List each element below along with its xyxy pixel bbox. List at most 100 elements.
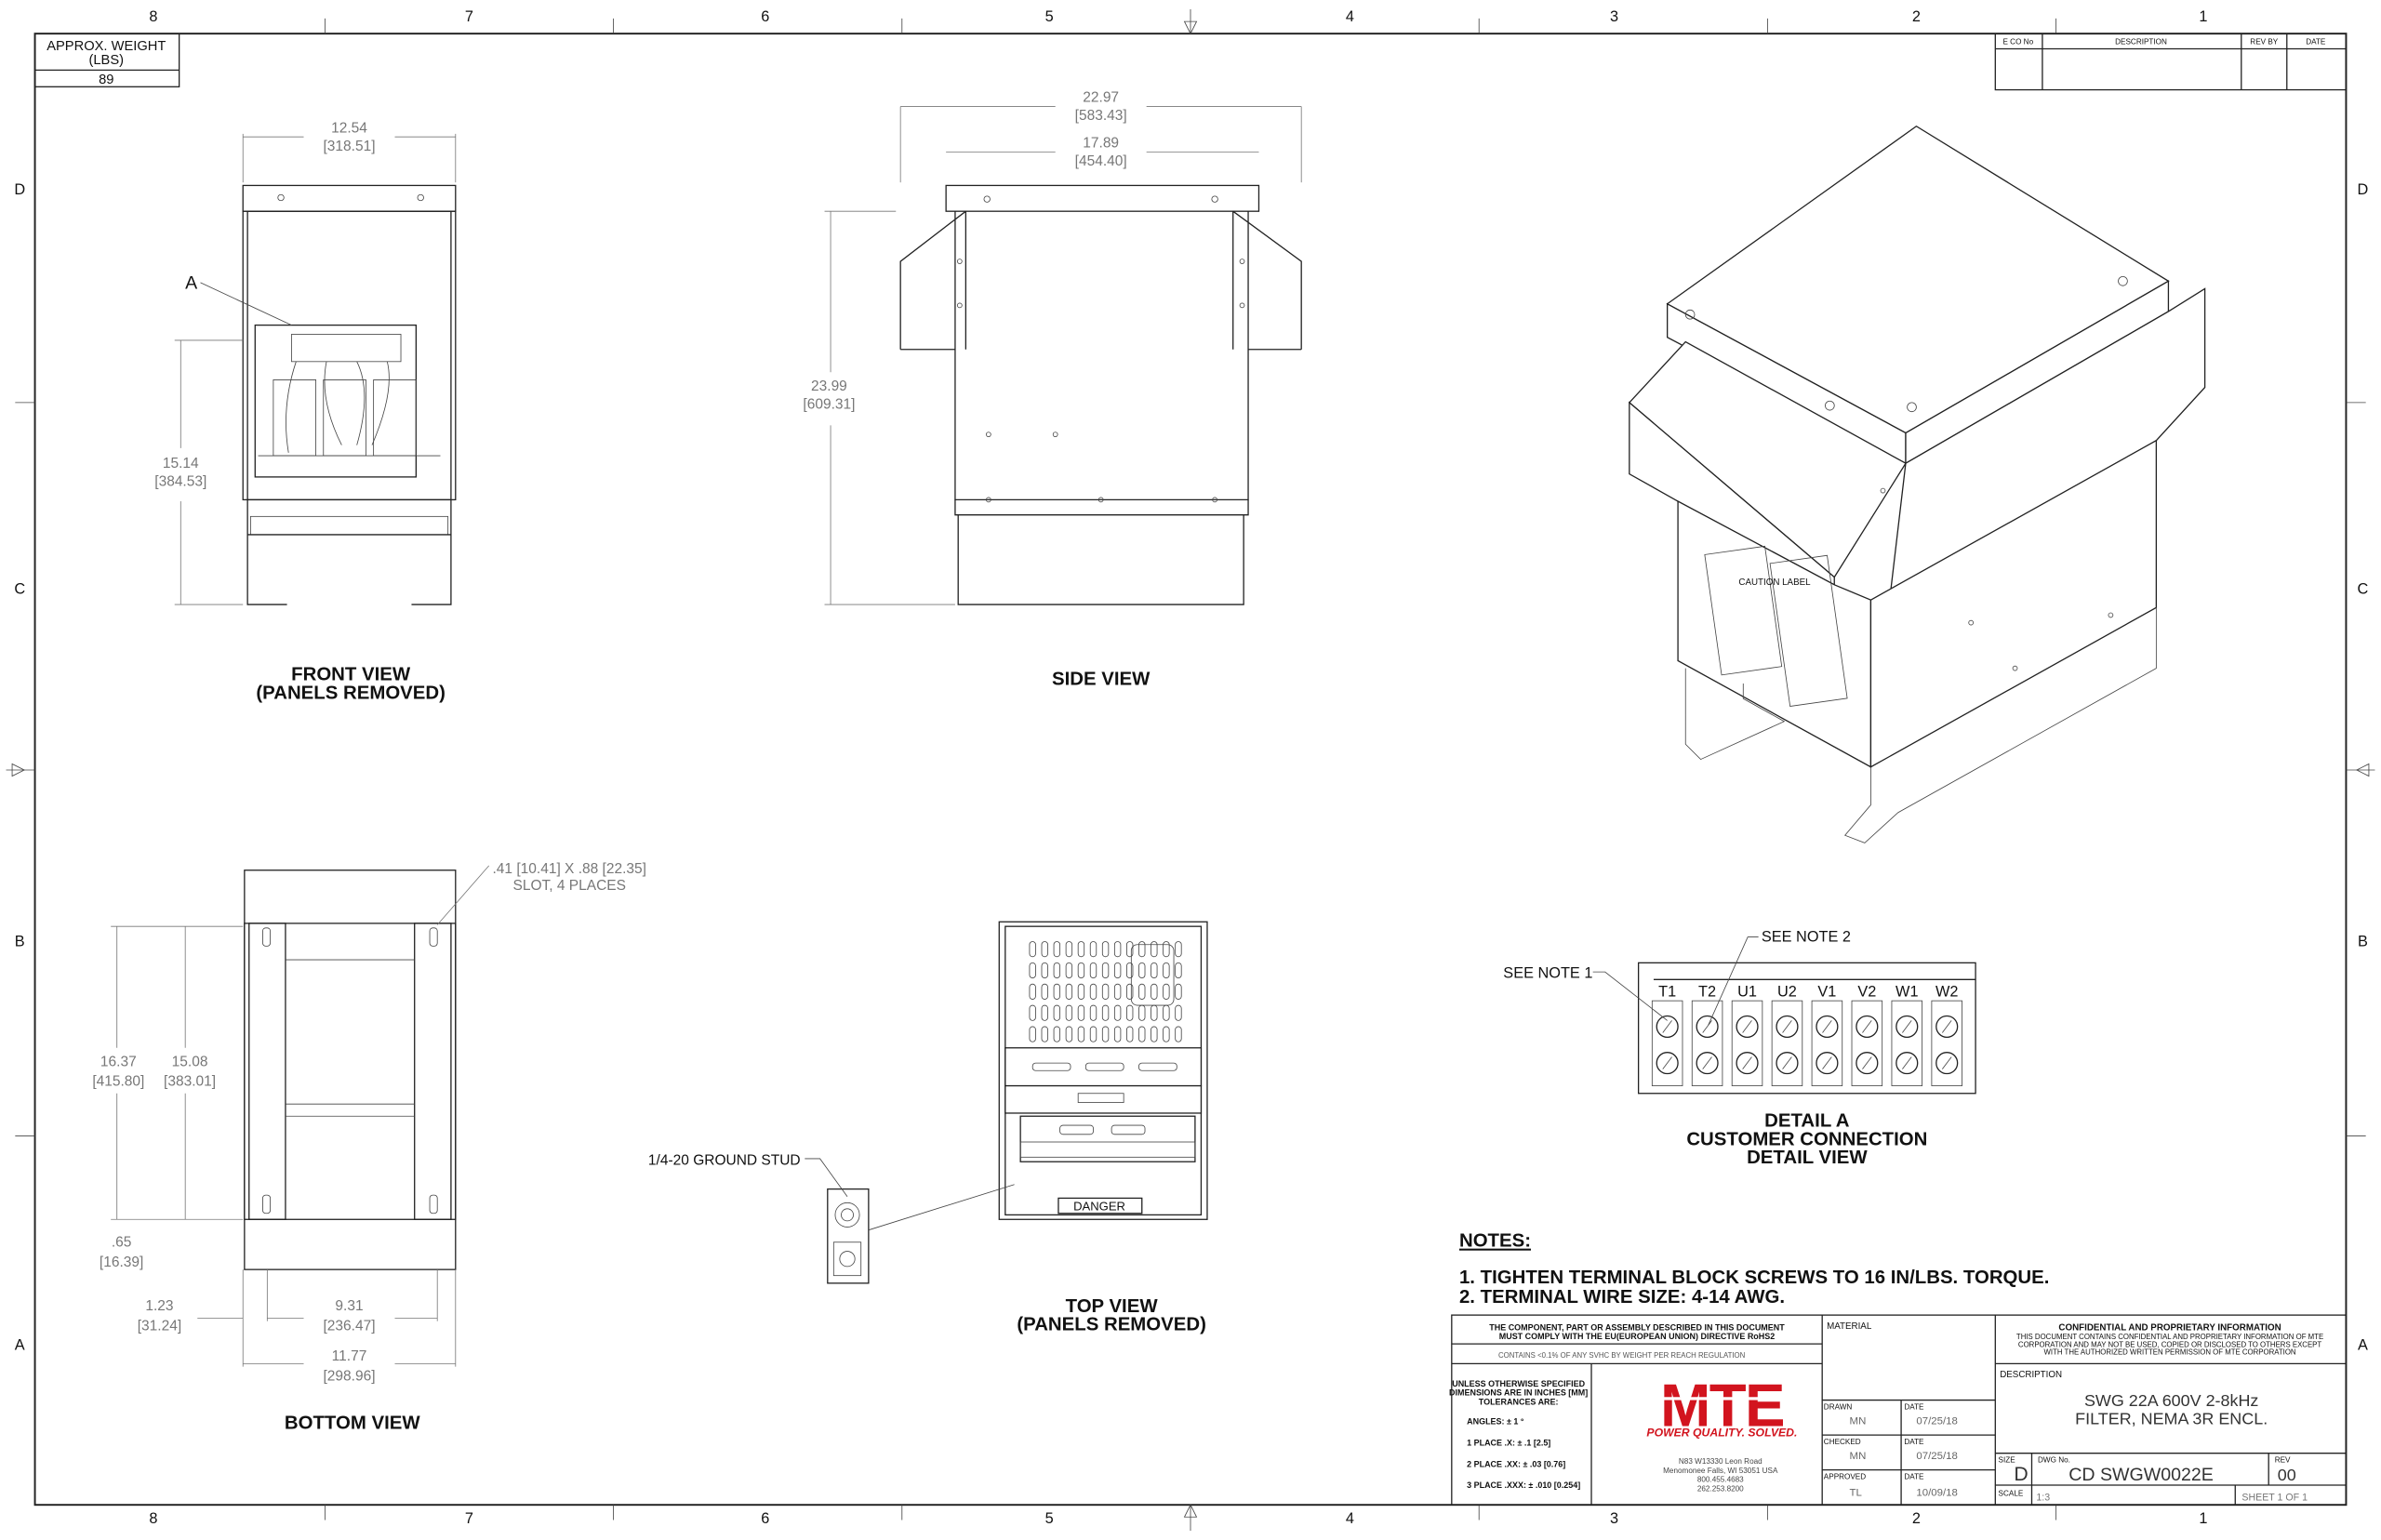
confidential-title: CONFIDENTIAL AND PROPRIETARY INFORMATION (2058, 1322, 2281, 1333)
vent-slot (1077, 1026, 1085, 1042)
bottom-view: .41 [10.41] X .88 [22.35] SLOT, 4 PLACES… (92, 861, 646, 1434)
view-title: FRONT VIEW (291, 665, 411, 685)
zone-label: A (15, 1337, 25, 1354)
vent-slot (1126, 1026, 1134, 1042)
terminal-label: W2 (1935, 983, 1958, 1000)
dim-text: 16.37 (100, 1054, 137, 1069)
title-block: THE COMPONENT, PART OR ASSEMBLY DESCRIBE… (1449, 1314, 2348, 1506)
screw-slot (1822, 1020, 1832, 1033)
dim-text: 17.89 (1083, 136, 1119, 152)
zone-label: D (14, 181, 25, 198)
terminal-label: V1 (1817, 983, 1836, 1000)
view-title: (PANELS REMOVED) (1017, 1314, 1206, 1334)
confidential-text: THIS DOCUMENT CONTAINS CONFIDENTIAL AND … (2016, 1333, 2323, 1341)
vent-slot (1113, 941, 1122, 958)
terminal-screw-icon (1696, 1052, 1719, 1075)
top-view: DANGER 1/4-20 GROUND STUD TOP VIEW (PANE… (648, 921, 1208, 1334)
checked-label: CHECKED (1824, 1438, 1861, 1446)
sheet-border: 8 7 6 5 4 3 2 1 8 7 6 5 4 3 2 1 D C B A … (6, 8, 2375, 1531)
tolerance-text: DIMENSIONS ARE IN INCHES [MM] (1449, 1388, 1588, 1398)
zone-label: 5 (1045, 8, 1054, 25)
tolerance-angles: ANGLES: ± 1 ° (1467, 1417, 1524, 1427)
zone-label: 7 (465, 8, 473, 25)
zone-label: 3 (1610, 8, 1618, 25)
approved-by: TL (1850, 1487, 1862, 1498)
view-title: TOP VIEW (1066, 1296, 1159, 1317)
address-line: 800.455.4683 (1697, 1476, 1744, 1484)
vent-slot (1126, 962, 1134, 979)
terminal-label: W1 (1895, 983, 1918, 1000)
vent-slot (1113, 983, 1122, 1000)
vent-slot (1089, 941, 1097, 958)
terminal-label: T1 (1658, 983, 1676, 1000)
side-view: 22.97 [583.43] 17.89 [454.40] 23.99 [609… (803, 90, 1302, 690)
vent-slot (1138, 941, 1146, 958)
dim-text: 12.54 (331, 120, 367, 136)
vent-slot (1138, 1004, 1146, 1021)
vent-slot (1089, 1026, 1097, 1042)
vent-slot (1077, 962, 1085, 979)
note-item: 1. TIGHTEN TERMINAL BLOCK SCREWS TO 16 I… (1459, 1268, 2049, 1288)
rev-label: REV (2275, 1455, 2291, 1464)
zone-label: 3 (1610, 1510, 1618, 1527)
vent-slot (1101, 983, 1110, 1000)
sheet-number: SHEET 1 OF 1 (2241, 1492, 2308, 1503)
vent-slot (1126, 983, 1134, 1000)
view-title: (PANELS REMOVED) (256, 683, 446, 703)
terminal-screw-icon (1856, 1052, 1879, 1075)
zone-label: 2 (1912, 1510, 1921, 1527)
detail-title: DETAIL VIEW (1747, 1148, 1868, 1168)
terminal-screw-icon (1856, 1015, 1879, 1038)
zone-label: D (2358, 181, 2369, 198)
tolerance-2place: 2 PLACE .XX: ± .03 [0.76] (1467, 1459, 1565, 1468)
dim-text: [236.47] (323, 1318, 375, 1334)
reach-text: CONTAINS <0.1% OF ANY SVHC BY WEIGHT PER… (1498, 1351, 1746, 1360)
rev-header: E CO No (2002, 38, 2033, 46)
front-callout-a: A (185, 272, 198, 293)
detail-title: CUSTOMER CONNECTION (1686, 1129, 1927, 1149)
caution-label: CAUTION LABEL (1738, 578, 1811, 588)
description-label: DESCRIPTION (2000, 1370, 2062, 1380)
terminal-screw-icon (1935, 1052, 1959, 1075)
screw-slot (1742, 1056, 1752, 1069)
weight-value: 89 (99, 73, 113, 87)
screw-slot (1662, 1056, 1672, 1069)
screw-slot (1902, 1020, 1912, 1033)
vent-slot (1163, 941, 1170, 958)
vent-slot (1175, 941, 1182, 958)
vent-slot (1113, 1026, 1122, 1042)
slot-note: SLOT, 4 PLACES (513, 878, 626, 894)
vent-slot (1151, 962, 1158, 979)
terminal-label: U1 (1737, 983, 1757, 1000)
vent-slot (1163, 983, 1170, 1000)
dim-text: 11.77 (332, 1348, 367, 1364)
vent-slot (1163, 962, 1170, 979)
vent-slot (1151, 983, 1158, 1000)
zone-label: C (14, 581, 25, 598)
screw-slot (1902, 1056, 1912, 1069)
screw-slot (1702, 1020, 1712, 1033)
zone-label: 8 (149, 1510, 157, 1527)
dim-text: 22.97 (1083, 90, 1119, 106)
screw-slot (1702, 1056, 1712, 1069)
vent-slot (1065, 941, 1073, 958)
screw-slot (1662, 1020, 1672, 1033)
dim-text: [583.43] (1075, 108, 1127, 124)
dim-text: [318.51] (323, 139, 375, 154)
tolerance-1place: 1 PLACE .X: ± .1 [2.5] (1467, 1439, 1550, 1448)
rev-header: DESCRIPTION (2115, 38, 2167, 46)
notes-heading: NOTES: (1459, 1231, 1531, 1252)
vent-slot (1089, 1004, 1097, 1021)
vent-slot (1041, 983, 1048, 1000)
dim-text: 15.08 (172, 1054, 208, 1069)
slot-note: .41 [10.41] X .88 [22.35] (493, 861, 646, 877)
dim-text: 15.14 (163, 456, 199, 471)
front-view: A 12.54 [318.51] 15.14 [384.53] FRONT VI… (154, 120, 457, 703)
vent-slot (1029, 983, 1036, 1000)
description-line: FILTER, NEMA 3R ENCL. (2075, 1410, 2268, 1428)
vent-slot (1138, 962, 1146, 979)
vent-slot (1065, 1004, 1073, 1021)
logo-text: MTE (1660, 1371, 1784, 1439)
